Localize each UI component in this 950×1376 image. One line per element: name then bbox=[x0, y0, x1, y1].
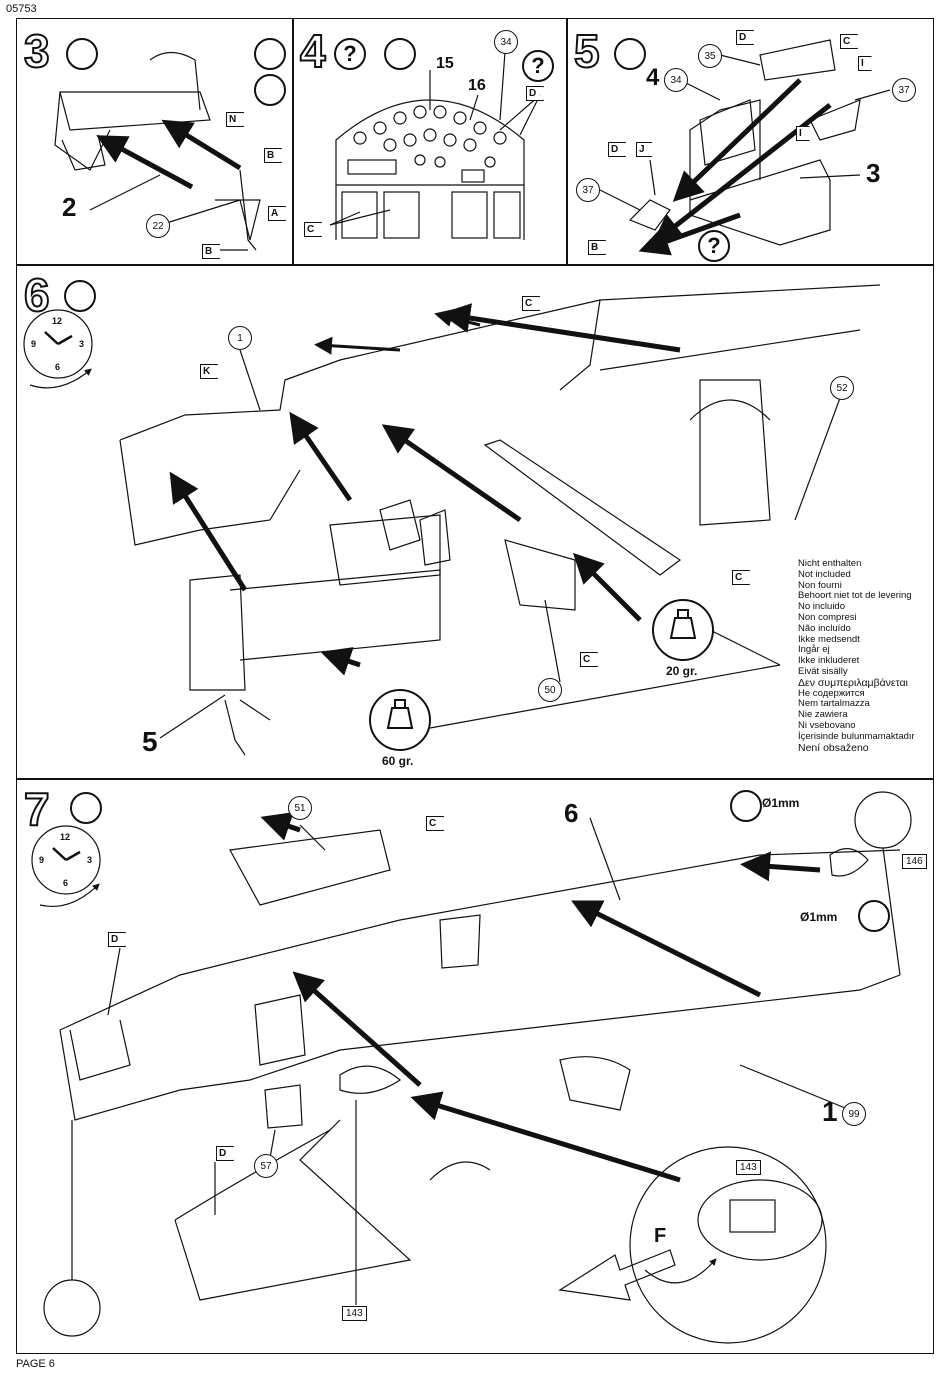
drill-icon bbox=[730, 790, 762, 822]
part-143-label: 143 bbox=[342, 1306, 367, 1321]
drill-icon bbox=[858, 900, 890, 932]
part-6-label: 6 bbox=[564, 798, 579, 828]
part-37-callout: 37 bbox=[892, 78, 916, 102]
part-34-callout: 34 bbox=[664, 68, 688, 92]
question-icon: ? bbox=[522, 50, 554, 82]
weight-60g: 60 gr. bbox=[382, 754, 414, 768]
step-6-number: 6 bbox=[23, 269, 51, 321]
part-5-label: 5 bbox=[142, 726, 158, 757]
glue-icon bbox=[70, 792, 102, 824]
part-1-label: 1 bbox=[822, 1096, 838, 1127]
part-4-label: 4 bbox=[646, 64, 660, 91]
part-16-label: 16 bbox=[468, 77, 486, 94]
part-2-label: 2 bbox=[62, 192, 77, 222]
step-3-panel bbox=[16, 18, 294, 266]
glue-icon bbox=[614, 38, 646, 70]
part-99-callout: 99 bbox=[842, 1102, 866, 1126]
weight-20g: 20 gr. bbox=[666, 664, 698, 678]
question-icon: ? bbox=[698, 230, 730, 262]
part-57-callout: 57 bbox=[254, 1154, 278, 1178]
step-7-panel bbox=[16, 778, 934, 1354]
glue-icon bbox=[66, 38, 98, 70]
clock-icon: 12 3 6 9 bbox=[39, 832, 93, 888]
part-37-callout: 37 bbox=[576, 178, 600, 202]
step-5-number: 5 bbox=[573, 25, 601, 77]
part-34-callout: 34 bbox=[494, 30, 518, 54]
step-4-panel bbox=[292, 18, 568, 266]
glue-icon bbox=[64, 280, 96, 312]
part-22-callout: 22 bbox=[146, 214, 170, 238]
step-6-panel bbox=[16, 264, 934, 780]
sprue-d: D bbox=[216, 1146, 235, 1161]
pilot-figure-icon bbox=[384, 38, 416, 70]
step-7-number: 7 bbox=[23, 783, 51, 835]
step-4-number: 4 bbox=[299, 25, 327, 77]
drill-size: Ø1mm bbox=[762, 796, 800, 810]
part-15-label: 15 bbox=[436, 55, 454, 72]
paint-icon bbox=[254, 74, 286, 106]
part-52-callout: 52 bbox=[830, 376, 854, 400]
part-51-callout: 51 bbox=[288, 796, 312, 820]
clock-icon: 12 3 6 9 bbox=[31, 316, 85, 372]
page-number: PAGE 6 bbox=[16, 1358, 55, 1370]
part-3-label: 3 bbox=[866, 158, 881, 188]
step-5-panel bbox=[566, 18, 934, 266]
kit-code: 05753 bbox=[6, 3, 37, 15]
part-f-label: F bbox=[654, 1225, 667, 1247]
part-143-label: 143 bbox=[736, 1160, 761, 1175]
part-146-label: 146 bbox=[902, 854, 927, 869]
step-3-number: 3 bbox=[23, 25, 51, 77]
rotate-icon bbox=[254, 38, 286, 70]
not-included-list: Nicht enthalten Not included Non fourni … bbox=[798, 558, 915, 754]
part-1-callout: 1 bbox=[228, 326, 252, 350]
sprue-d: D bbox=[108, 932, 127, 947]
drill-size: Ø1mm bbox=[800, 910, 838, 924]
part-35-callout: 35 bbox=[698, 44, 722, 68]
part-50-callout: 50 bbox=[538, 678, 562, 702]
question-icon: ? bbox=[334, 38, 366, 70]
